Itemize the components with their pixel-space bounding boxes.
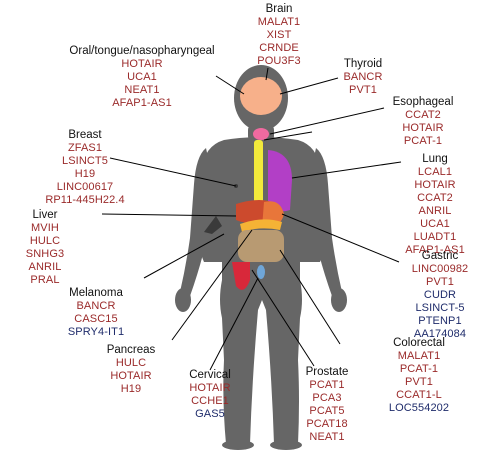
- gene-label: H19: [74, 168, 96, 180]
- gene-label: LUADT1: [413, 231, 457, 243]
- brain-title: Brain: [265, 3, 293, 15]
- gene-label: GAS5: [195, 408, 225, 420]
- gene-label: HOTAIR: [121, 58, 163, 70]
- gene-label: PVT1: [349, 84, 377, 96]
- melanoma-title: Melanoma: [69, 287, 123, 299]
- gene-label: LOC554202: [388, 402, 450, 414]
- gene-label: HULC: [115, 357, 147, 369]
- thyroid-organ: [253, 128, 269, 140]
- oral-title: Oral/tongue/nasopharyngeal: [69, 45, 215, 57]
- thyroid-title: Thyroid: [343, 58, 383, 70]
- gene-label: AFAP1-AS1: [112, 97, 172, 109]
- gene-label: SPRY4-IT1: [67, 326, 125, 338]
- gene-label: CASC15: [74, 313, 118, 325]
- gene-label: LINC00982: [411, 263, 469, 275]
- gene-label: XIST: [266, 29, 292, 41]
- gene-label: SNHG3: [25, 248, 65, 260]
- gene-label: CUDR: [423, 289, 457, 301]
- pancreas-title: Pancreas: [106, 344, 156, 356]
- pancreas-organ: [240, 219, 282, 232]
- melanoma-mark: [204, 216, 222, 234]
- gene-label: NEAT1: [124, 84, 160, 96]
- prostate-organ: [232, 262, 250, 290]
- gene-label: MALAT1: [257, 16, 301, 28]
- gene-label: LCAL1: [417, 166, 453, 178]
- gene-label: MALAT1: [397, 350, 441, 362]
- gene-label: CCAT2: [417, 192, 453, 204]
- gene-label: PCAT18: [306, 418, 348, 430]
- gene-label: CRNDE: [259, 42, 299, 54]
- gene-label: PVT1: [426, 276, 454, 288]
- gene-label: PCAT-1: [399, 363, 439, 375]
- leader-lines: [101, 67, 402, 371]
- gene-label: H19: [120, 383, 142, 395]
- gene-label: HOTAIR: [414, 179, 456, 191]
- gene-label: PRAL: [30, 274, 60, 286]
- esophageal-title: Esophageal: [392, 96, 454, 108]
- gene-label: PCA3: [312, 392, 342, 404]
- gene-label: HOTAIR: [402, 122, 444, 134]
- gene-label: RP11-445H22.4: [45, 194, 125, 206]
- prostate-title: Prostate: [305, 366, 349, 378]
- gene-label: CCHE1: [191, 395, 229, 407]
- lung-title: Lung: [422, 153, 448, 165]
- gene-label: BANCR: [76, 300, 116, 312]
- gene-label: HOTAIR: [189, 382, 231, 394]
- gene-label: UCA1: [127, 71, 157, 83]
- gene-label: AFAP1-AS1: [405, 244, 465, 256]
- brain-organ: [240, 77, 282, 115]
- colon-organ: [238, 230, 284, 262]
- gene-label: CCAT2: [405, 109, 441, 121]
- gene-label: LSINCT5: [62, 155, 108, 167]
- gene-label: HOTAIR: [110, 370, 152, 382]
- gene-label: ANRIL: [418, 205, 452, 217]
- gene-label: POU3F3: [257, 55, 301, 67]
- liver-title: Liver: [32, 209, 58, 221]
- cervix-organ: [257, 265, 265, 279]
- gene-label: PTENP1: [418, 315, 462, 327]
- gene-label: CCAT1-L: [396, 389, 442, 401]
- body-silhouette: [175, 65, 347, 450]
- colorectal-title: Colorectal: [393, 337, 445, 349]
- gene-label: PCAT1: [309, 379, 345, 391]
- esophagus-organ: [254, 140, 263, 218]
- gene-label: MVIH: [31, 222, 59, 234]
- gene-label: LSINCT-5: [415, 302, 465, 314]
- gastric-title: Gastric: [421, 250, 459, 262]
- gene-label: ANRIL: [28, 261, 62, 273]
- gene-label: PCAT5: [309, 405, 345, 417]
- gene-label: NEAT1: [309, 431, 345, 443]
- gene-label: PCAT-1: [403, 135, 443, 147]
- breast-title: Breast: [68, 129, 102, 141]
- gene-label: AA174084: [413, 328, 467, 340]
- gene-label: UCA1: [420, 218, 450, 230]
- lung-organ: [268, 150, 292, 212]
- gene-label: PVT1: [405, 376, 433, 388]
- cervical-title: Cervical: [189, 369, 231, 381]
- gene-label: BANCR: [343, 71, 383, 83]
- gene-label: HULC: [29, 235, 61, 247]
- gene-label: ZFAS1: [67, 142, 103, 154]
- gene-label: LINC00617: [56, 181, 114, 193]
